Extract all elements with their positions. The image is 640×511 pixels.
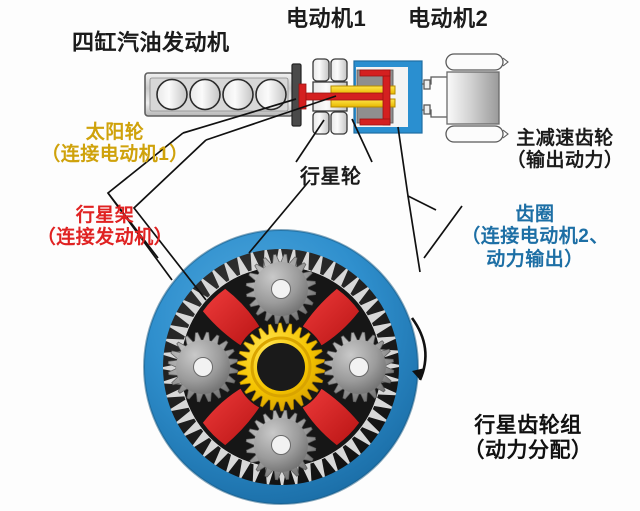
label-planetary-gear-set: 行星齿轮组 （动力分配）	[428, 414, 628, 464]
label-final-drive: 主减速齿轮 （输出动力）	[492, 128, 638, 173]
planet-gear-bore	[349, 357, 369, 377]
planet-carrier-arms	[202, 288, 360, 446]
label-motor1: 电动机1	[286, 6, 367, 31]
rotation-arrow-icon	[410, 317, 427, 381]
carrier-arm	[202, 288, 262, 348]
leader-planet-upper	[295, 119, 325, 163]
label-carrier-line2: （连接发动机）	[36, 227, 174, 249]
leader-ring-upper	[397, 126, 437, 211]
label-planet-carrier: 行星架 （连接发动机）	[10, 205, 200, 250]
leader-sun-upper	[205, 95, 337, 141]
label-ring-gear: 齿圈 （连接电动机2、 动力输出）	[432, 204, 638, 271]
output-linkage	[422, 76, 448, 118]
leader-carrier-upper	[182, 98, 297, 134]
label-ring-gear-line3: 动力输出）	[486, 248, 584, 270]
label-engine: 四缸汽油发动机	[72, 30, 230, 55]
label-ring-gear-line2: （连接电动机2、	[461, 226, 609, 248]
leader-ring-branch	[423, 205, 463, 259]
label-planetary-set-line2: （动力分配）	[463, 438, 593, 462]
planet-gear-bore	[193, 357, 213, 377]
label-final-drive-line2: （输出动力）	[506, 150, 624, 172]
planet-gear-bore	[271, 279, 291, 299]
planet-gears	[167, 253, 395, 481]
leader-ring-to-gear	[407, 195, 421, 273]
label-final-drive-line1: 主减速齿轮	[516, 128, 614, 149]
label-planetary-set-line1: 行星齿轮组	[474, 414, 582, 437]
planet-carrier-section	[298, 69, 391, 126]
motor2-final-drive-icon	[445, 53, 509, 143]
engine-block-icon	[144, 72, 294, 117]
leader-carrier-branch	[107, 192, 159, 259]
leader-sun-gear	[132, 139, 207, 301]
label-sun-gear: 太阳轮 （连接电动机1）	[20, 122, 210, 167]
sun-gear-hub	[257, 343, 305, 391]
carrier-arm	[300, 288, 360, 348]
sun-gear	[236, 322, 326, 412]
planet-gear-bore	[271, 435, 291, 455]
label-motor2: 电动机2	[408, 6, 489, 31]
carrier-arm	[300, 386, 360, 446]
carrier-arm	[202, 386, 262, 446]
leader-planet-to-gear	[248, 179, 311, 254]
label-sun-gear-line2: （连接电动机1）	[41, 144, 189, 166]
label-carrier-line1: 行星架	[75, 205, 135, 226]
label-planet-gear: 行星轮	[300, 166, 362, 188]
label-sun-gear-line1: 太阳轮	[85, 122, 145, 143]
label-ring-gear-line1: 齿圈	[515, 204, 555, 225]
leader-planet-section	[351, 118, 373, 163]
